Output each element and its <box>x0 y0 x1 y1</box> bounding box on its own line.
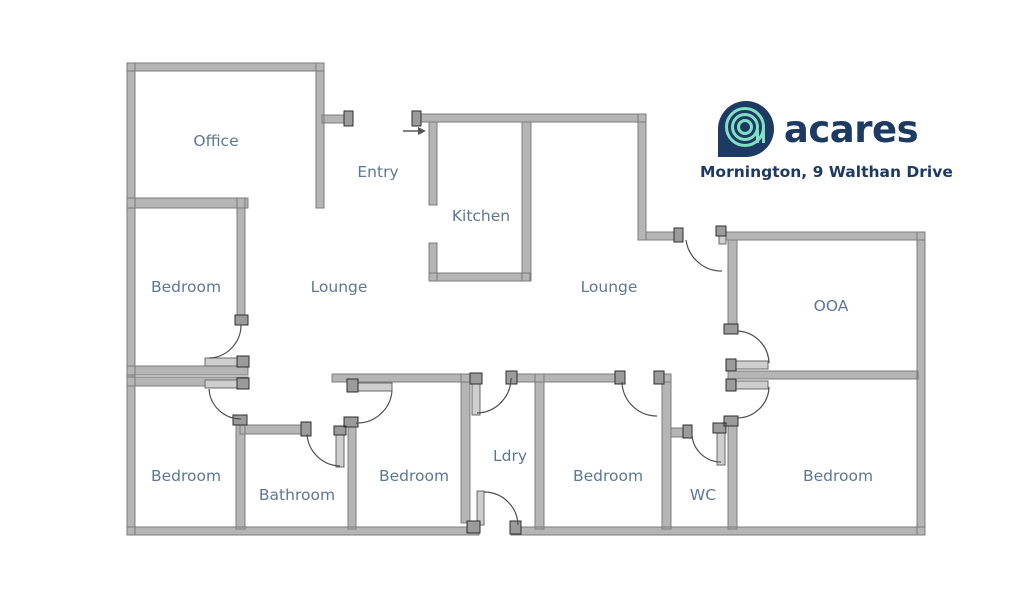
entry-direction-arrow-icon <box>403 127 426 135</box>
door-swing-arcs <box>208 239 770 526</box>
brand-row: acares <box>700 100 936 158</box>
logo-ring-inner <box>736 119 753 135</box>
room-label-bedroom-bottom-mid-left: Bedroom <box>379 467 449 485</box>
brand-name: acares <box>783 107 919 151</box>
room-label-lounge-right: Lounge <box>581 278 638 296</box>
room-label-ooa: OOA <box>814 297 849 315</box>
room-label-bathroom: Bathroom <box>259 486 335 504</box>
acares-logo-icon <box>717 101 774 157</box>
room-label-bedroom-bottom-right: Bedroom <box>803 467 873 485</box>
logo-a-stem <box>761 125 765 143</box>
room-label-bedroom-mid-left: Bedroom <box>151 278 221 296</box>
room-label-bedroom-bottom-mid-right: Bedroom <box>573 467 643 485</box>
room-label-lounge-left: Lounge <box>311 278 368 296</box>
logo-ring-middle <box>730 113 759 141</box>
room-label-office: Office <box>193 132 238 150</box>
brand-block: acares Mornington, 9 Walthan Drive <box>700 100 953 181</box>
property-address: Mornington, 9 Walthan Drive <box>700 163 953 181</box>
logo-a-stem-inner <box>755 130 759 143</box>
room-label-wc: WC <box>690 486 716 504</box>
room-label-entry: Entry <box>357 163 398 181</box>
room-label-kitchen: Kitchen <box>452 207 510 225</box>
room-label-laundry: Ldry <box>493 447 527 465</box>
room-label-bedroom-bottom-left: Bedroom <box>151 467 221 485</box>
